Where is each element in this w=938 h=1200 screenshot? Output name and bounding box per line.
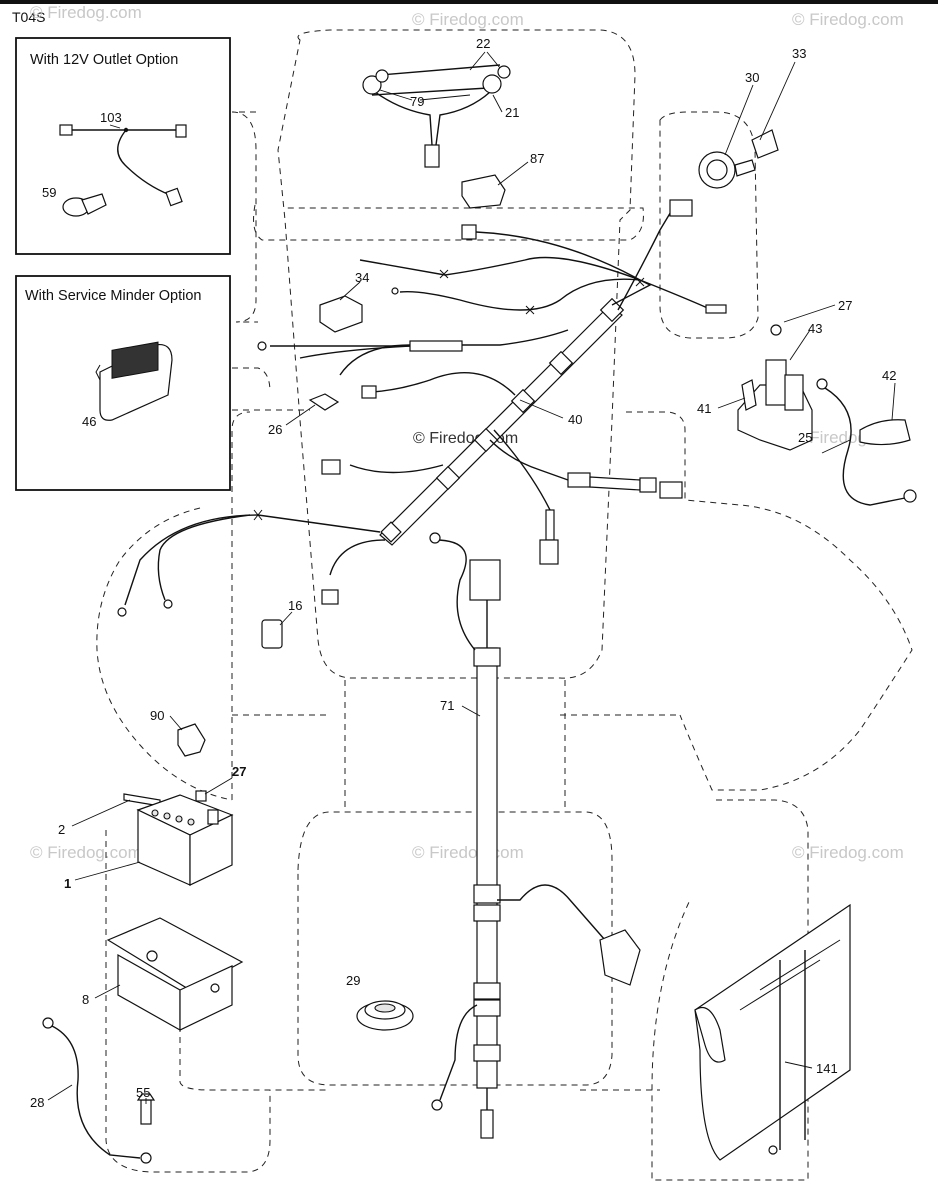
minder-option-title: With Service Minder Option bbox=[25, 288, 201, 304]
solenoid bbox=[737, 324, 813, 451]
battery bbox=[136, 794, 234, 886]
diagram-code: T04S bbox=[12, 9, 45, 25]
callout-2: 2 bbox=[58, 822, 65, 837]
callout-33: 33 bbox=[792, 46, 806, 61]
positive-cable bbox=[816, 378, 917, 506]
rocker-switch bbox=[319, 295, 363, 333]
interlock-bracket bbox=[694, 903, 851, 1161]
block-part bbox=[177, 723, 206, 757]
watermark-2: © Firedog.com bbox=[412, 10, 524, 29]
callout-16: 16 bbox=[288, 598, 302, 613]
callout-28: 28 bbox=[30, 1095, 44, 1110]
callout-22: 22 bbox=[476, 36, 490, 51]
leader-lines bbox=[47, 51, 896, 1104]
callout-8: 8 bbox=[82, 992, 89, 1007]
callout-55: 55 bbox=[136, 1085, 150, 1100]
callout-46: 46 bbox=[82, 414, 96, 429]
top-border bbox=[0, 0, 938, 4]
callout-34: 34 bbox=[355, 270, 369, 285]
callout-29: 29 bbox=[346, 973, 360, 988]
callout-79: 79 bbox=[410, 94, 424, 109]
outlet-option-panel: With 12V Outlet Option bbox=[15, 37, 231, 255]
connector bbox=[261, 619, 283, 649]
callouts: 22 79 21 87 30 33 103 59 34 27 43 42 41 … bbox=[30, 36, 896, 1110]
ground-cable bbox=[42, 1017, 156, 1164]
callout-59: 59 bbox=[42, 185, 56, 200]
watermark-3: © Firedog.com bbox=[792, 10, 904, 29]
outlet-option-title: With 12V Outlet Option bbox=[30, 52, 178, 68]
chassis-outline bbox=[96, 29, 913, 1181]
grommet bbox=[356, 1000, 414, 1031]
watermark-8: © Firedog.com bbox=[792, 843, 904, 862]
callout-41: 41 bbox=[697, 401, 711, 416]
callout-30: 30 bbox=[745, 70, 759, 85]
callout-25: 25 bbox=[798, 430, 812, 445]
watermark-6: © Firedog.com bbox=[30, 843, 142, 862]
callout-87: 87 bbox=[530, 151, 544, 166]
callout-21: 21 bbox=[505, 105, 519, 120]
callout-42: 42 bbox=[882, 368, 896, 383]
watermark-7: © Firedog.com bbox=[412, 843, 524, 862]
ignition-switch bbox=[698, 129, 779, 189]
relay bbox=[461, 174, 506, 209]
headlight-harness bbox=[362, 64, 511, 168]
callout-103: 103 bbox=[100, 110, 122, 125]
callout-27b: 27 bbox=[232, 764, 246, 779]
callout-71: 71 bbox=[440, 698, 454, 713]
battery-nut bbox=[195, 790, 207, 802]
callout-27a: 27 bbox=[838, 298, 852, 313]
callout-40: 40 bbox=[568, 412, 582, 427]
main-harness bbox=[117, 199, 727, 617]
fuse bbox=[308, 393, 340, 411]
watermark-1: © Firedog.com bbox=[30, 3, 142, 22]
battery-tray bbox=[106, 917, 244, 1032]
callout-90: 90 bbox=[150, 708, 164, 723]
callout-26: 26 bbox=[268, 422, 282, 437]
callout-1: 1 bbox=[64, 876, 71, 891]
minder-option-panel: With Service Minder Option bbox=[15, 275, 231, 491]
callout-43: 43 bbox=[808, 321, 822, 336]
rear-harness bbox=[429, 532, 641, 1139]
callout-141: 141 bbox=[816, 1061, 838, 1076]
